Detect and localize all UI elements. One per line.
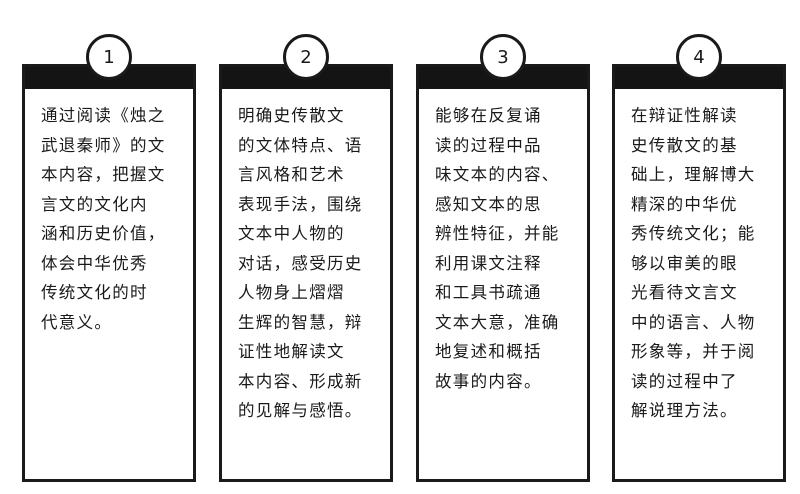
step-card-1: 1 通过阅读《烛之 武退秦师》的文 本内容，把握文 言文的文化内 涵和历史价值，…	[22, 34, 196, 482]
text-line: 言风格和艺术	[238, 165, 345, 184]
text-line: 的文体特点、语	[238, 135, 363, 155]
step-number-badge: 2	[283, 34, 329, 80]
step-description: 通过阅读《烛之 武退秦师》的文 本内容，把握文 言文的文化内 涵和历史价值， 体…	[41, 101, 183, 337]
text-line: 在辩证性解读	[631, 106, 738, 125]
text-line: 故事的内容。	[435, 371, 542, 391]
step-number-badge: 3	[480, 34, 526, 80]
text-line: 光看待文言文	[631, 283, 738, 302]
step-description: 在辩证性解读 史传散文的基 础上，理解博大 精深的中华优 秀传统文化；能 够以审…	[631, 101, 773, 426]
step-card-4: 4 在辩证性解读 史传散文的基 础上，理解博大 精深的中华优 秀传统文化；能 够…	[612, 34, 786, 482]
text-line: 言文的文化内	[41, 194, 148, 214]
text-line: 史传散文的基	[631, 135, 738, 155]
text-line: 对话，感受历史	[238, 253, 363, 273]
text-line: 感知文本的思	[435, 194, 542, 214]
text-line: 利用课文注释	[435, 253, 542, 273]
text-line: 能够在反复诵	[435, 106, 542, 125]
text-line: 本内容，把握文	[41, 165, 166, 184]
text-line: 中的语言、人物	[631, 312, 756, 332]
text-line: 文本中人物的	[238, 224, 345, 243]
text-line: 读的过程中品	[435, 135, 542, 155]
text-line: 本内容、形成新	[238, 371, 363, 391]
step-description: 明确史传散文 的文体特点、语 言风格和艺术 表现手法，围绕 文本中人物的 对话，…	[238, 101, 380, 426]
text-line: 明确史传散文	[238, 106, 345, 125]
text-line: 精深的中华优	[631, 194, 738, 214]
text-line: 解说理方法。	[631, 401, 738, 420]
text-line: 通过阅读《烛之	[41, 106, 166, 125]
text-line: 读的过程中了	[631, 371, 738, 391]
step-card-2: 2 明确史传散文 的文体特点、语 言风格和艺术 表现手法，围绕 文本中人物的 对…	[219, 34, 393, 482]
text-line: 味文本的内容、	[435, 165, 560, 184]
text-line: 涵和历史价值，	[41, 224, 166, 243]
text-line: 生辉的智慧，辩	[238, 312, 363, 332]
text-line: 和工具书疏通	[435, 283, 542, 302]
step-description: 能够在反复诵 读的过程中品 味文本的内容、 感知文本的思 辨性特征，并能 利用课…	[435, 101, 577, 396]
step-number-badge: 4	[676, 34, 722, 80]
text-line: 人物身上熠熠	[238, 283, 345, 302]
text-line: 地复述和概括	[435, 342, 542, 361]
text-line: 代意义。	[41, 312, 113, 332]
text-line: 证性地解读文	[238, 342, 345, 361]
text-line: 的见解与感悟。	[238, 401, 363, 420]
text-line: 辨性特征，并能	[435, 224, 560, 243]
step-number-badge: 1	[86, 34, 132, 80]
text-line: 传统文化的时	[41, 283, 148, 302]
text-line: 表现手法，围绕	[238, 194, 363, 214]
text-line: 础上，理解博大	[631, 165, 756, 184]
text-line: 文本大意，准确	[435, 312, 560, 332]
text-line: 形象等，并于阅	[631, 342, 756, 361]
text-line: 够以审美的眼	[631, 253, 738, 273]
text-line: 武退秦师》的文	[41, 135, 166, 155]
text-line: 体会中华优秀	[41, 253, 148, 273]
step-card-3: 3 能够在反复诵 读的过程中品 味文本的内容、 感知文本的思 辨性特征，并能 利…	[416, 34, 590, 482]
text-line: 秀传统文化；能	[631, 224, 756, 243]
